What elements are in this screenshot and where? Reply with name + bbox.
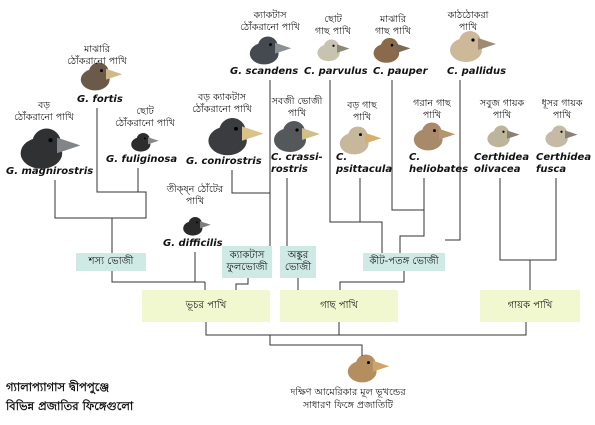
g-magnirostris-bird <box>20 128 81 169</box>
c-crassirostris-bird <box>274 121 320 152</box>
certhidea-fusca-bird <box>545 125 578 148</box>
diet-box-seed-eaters: শস্য ভোজী <box>76 253 146 271</box>
connector-line <box>235 278 249 290</box>
connector-line <box>329 80 383 253</box>
common-name-c-pallidus: কাঠঠোকরাপাখি <box>447 10 489 33</box>
connector-line <box>499 178 557 261</box>
habitat-box-warbler-finches: গায়ক পাখি <box>480 290 580 322</box>
connector-line <box>339 271 405 290</box>
connector-line <box>205 322 527 336</box>
species-name-g-difficilis: G. difficilis <box>163 238 223 249</box>
diet-box-insect-eaters: কীট-পতঙ্গ ভোজী <box>363 253 445 271</box>
species-name-c-crassirostris: C. crassi-rostris <box>271 152 323 175</box>
c-heliobates-bird <box>413 122 456 151</box>
connector-line <box>445 80 461 241</box>
habitat-box-ground-finches: ভূচর পাখি <box>142 290 270 322</box>
diagram-caption: গ্যালাপ্যাগাস দ্বীপপুঞ্জেবিভিন্ন প্রজাতি… <box>6 380 134 413</box>
certhidea-olivacea-bird <box>487 125 520 148</box>
common-name-c-pauper: মাঝারিগাছ পাখি <box>375 14 411 37</box>
common-name-c-crassirostris: সবজী ভোজীপাখি <box>271 96 323 119</box>
common-name-g-fortis: মাঝারিঠোঁকরানো পাখি <box>67 44 127 67</box>
connector-line <box>96 108 147 219</box>
connector-line <box>111 271 205 283</box>
connector-line <box>231 170 271 246</box>
g-scandens-bird <box>249 36 292 65</box>
c-psittacula-bird <box>339 126 382 155</box>
species-name-c-parvulus: C. parvulus <box>304 66 368 77</box>
c-pauper-bird <box>373 38 411 63</box>
species-name-g-fortis: G. fortis <box>77 94 123 105</box>
species-name-g-magnirostris: G. magnirostris <box>6 166 94 177</box>
connector-lines <box>54 80 557 356</box>
c-parvulus-bird <box>317 39 350 62</box>
species-name-c-heliobates: C.heliobates <box>409 152 469 175</box>
g-difficilis-bird <box>183 217 211 236</box>
species-name-c-pallidus: C. pallidus <box>447 66 507 77</box>
g-fuliginosa-bird <box>131 133 159 152</box>
species-name-g-fuliginosa: G. fuliginosa <box>106 154 178 165</box>
species-name-c-pauper: C. pauper <box>373 66 428 77</box>
g-conirostris-bird <box>208 118 264 156</box>
habitat-box-tree-finches: গাছ পাখি <box>280 290 398 322</box>
c-pallidus-bird <box>450 31 496 62</box>
ancestor-bird <box>347 354 390 383</box>
common-name-g-magnirostris: বড়ঠোঁকরানো পাখি <box>14 100 74 123</box>
finch-bird-images <box>20 31 578 383</box>
connector-line <box>54 180 112 219</box>
g-fortis-bird <box>80 62 123 91</box>
species-name-c-psittacula: C.psittacula <box>336 152 393 175</box>
species-name-g-conirostris: G. conirostris <box>186 156 262 167</box>
connector-line <box>269 335 363 356</box>
species-name-g-scandens: G. scandens <box>230 66 299 77</box>
